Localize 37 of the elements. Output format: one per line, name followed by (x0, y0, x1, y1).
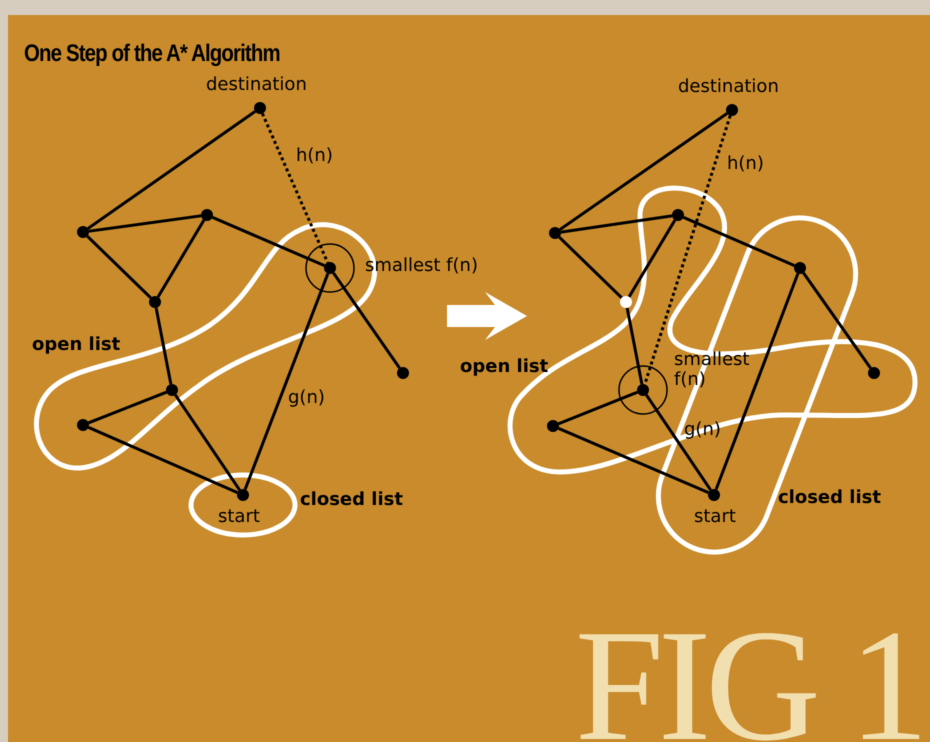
dotted-line (261, 112, 329, 264)
list-label: open list (32, 335, 120, 355)
figure-number: FIG 1 (575, 600, 923, 742)
graph-edge (88, 426, 238, 494)
diagram-title: One Step of the A* Algorithm (24, 40, 280, 68)
list-label: closed list (778, 488, 881, 508)
graph-edge (87, 110, 256, 230)
list-label: closed list (300, 490, 403, 510)
graph-edge (88, 214, 202, 233)
graph-edge (174, 394, 241, 491)
edge-label: h(n) (296, 146, 333, 166)
node-label: start (694, 507, 736, 527)
node-label: start (218, 507, 260, 527)
graph-edge (626, 308, 644, 384)
graph-edge (628, 219, 676, 298)
graph-edge (156, 219, 206, 298)
graph-edge (714, 273, 800, 490)
graph-edge (332, 272, 401, 369)
graph-edge (560, 214, 672, 234)
graph-edge (88, 390, 167, 424)
graph-edge (86, 235, 152, 299)
graph-edge (154, 308, 172, 384)
dotted-line (643, 115, 732, 385)
graph-edge (645, 394, 712, 491)
edge-label: h(n) (727, 154, 764, 174)
graph-edge (558, 426, 710, 494)
graph-edge (682, 216, 796, 267)
graph-edge (559, 112, 728, 231)
graph-edge (558, 236, 623, 299)
edge-label: g(n) (288, 388, 325, 408)
graph-edge (558, 390, 638, 426)
node-label: destination (206, 75, 307, 95)
graph-edge (802, 272, 872, 369)
graph-edge (244, 273, 330, 490)
graph-edge (212, 216, 326, 267)
list-label: open list (460, 357, 548, 377)
node-label: destination (678, 77, 779, 97)
